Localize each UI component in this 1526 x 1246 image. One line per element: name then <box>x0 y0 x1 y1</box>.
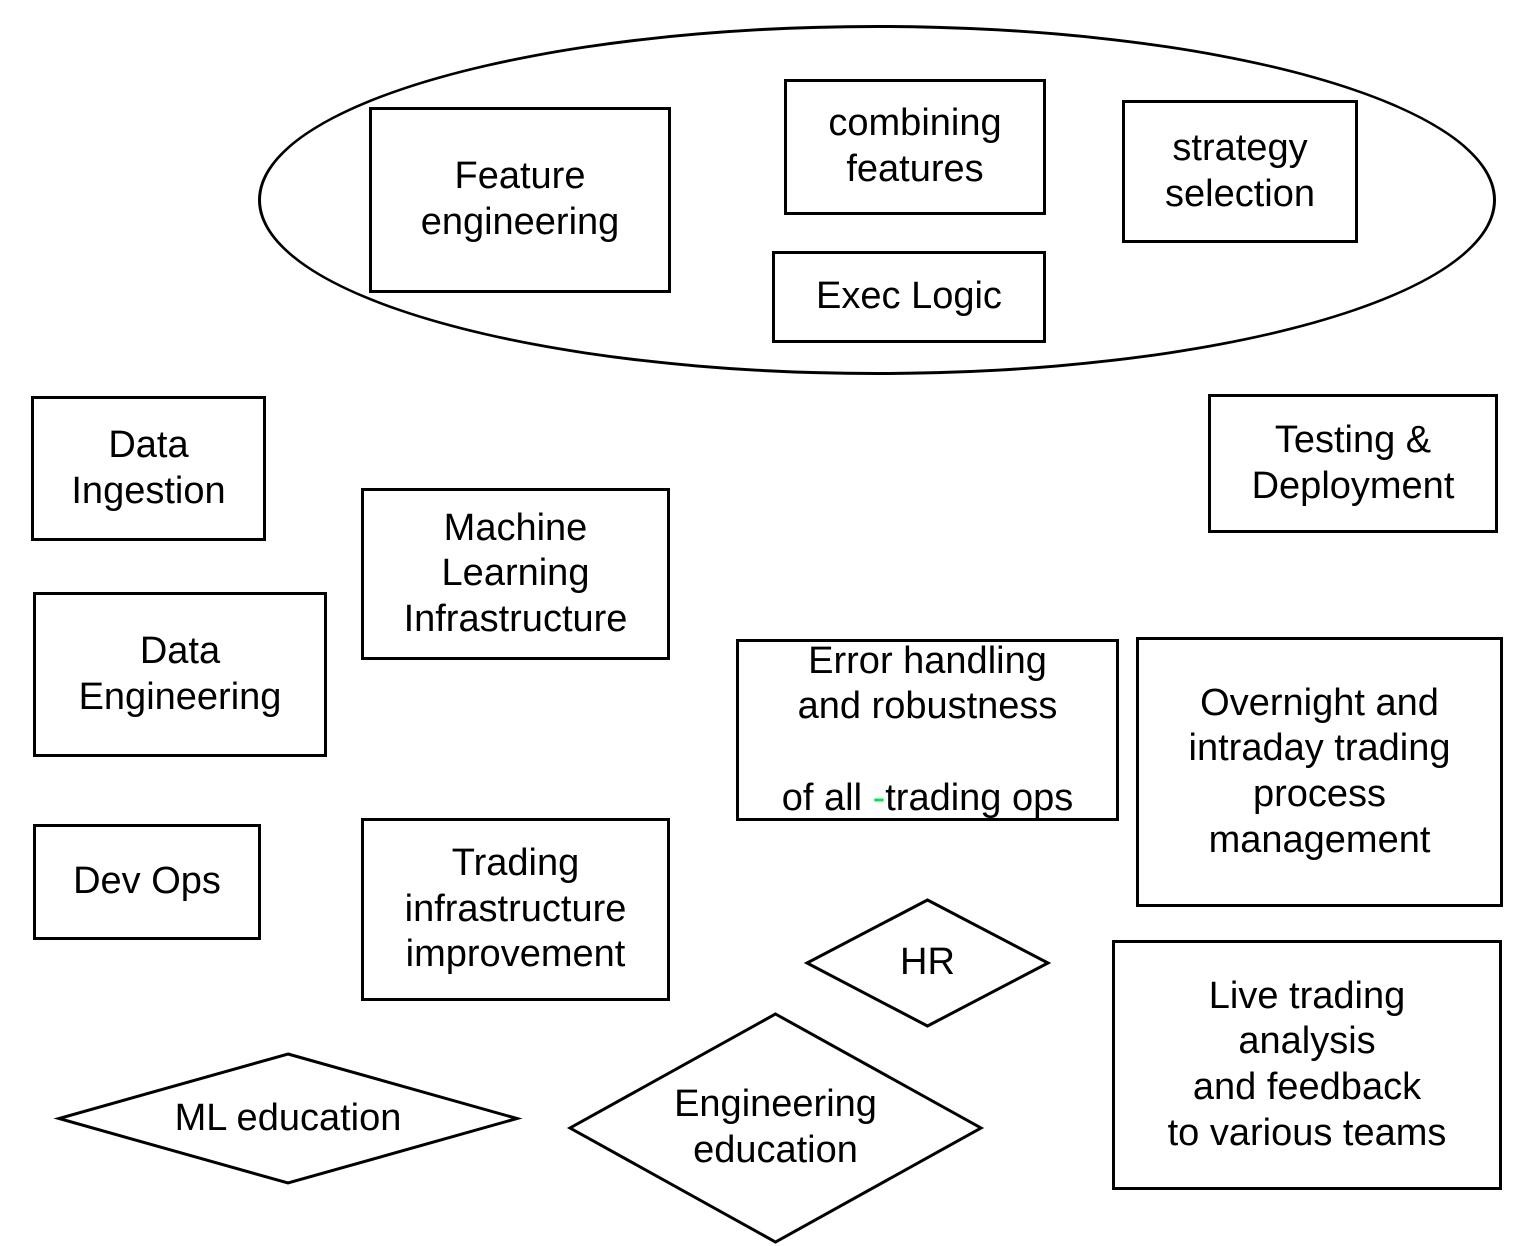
node-overnight-intraday-process-management[interactable]: Overnight and intraday trading process m… <box>1136 637 1503 907</box>
error-handling-line-3-prefix: of all <box>781 776 873 819</box>
error-handling-line-3-suffix: trading ops <box>885 776 1074 819</box>
research-cluster-ellipse <box>258 25 1496 375</box>
node-strategy-selection[interactable]: strategy selection <box>1122 100 1358 243</box>
error-handling-line-2: and robustness <box>797 685 1058 728</box>
node-error-handling-robustness[interactable]: Error handling and robustness of all -tr… <box>736 639 1119 821</box>
node-exec-logic[interactable]: Exec Logic <box>772 251 1046 343</box>
node-data-ingestion[interactable]: Data Ingestion <box>31 396 266 541</box>
node-combining-features[interactable]: combining features <box>784 79 1046 215</box>
node-testing-deployment[interactable]: Testing & Deployment <box>1208 394 1498 533</box>
node-ml-education[interactable]: ML education <box>53 1052 523 1185</box>
node-live-trading-analysis[interactable]: Live trading analysis and feedback to va… <box>1112 940 1502 1190</box>
node-hr-label: HR <box>900 941 955 984</box>
error-handling-line-1: Error handling <box>808 639 1047 682</box>
node-engineering-education-label: Engineering education <box>674 1083 877 1171</box>
node-feature-engineering[interactable]: Feature engineering <box>369 107 671 293</box>
node-dev-ops[interactable]: Dev Ops <box>33 824 261 940</box>
error-handling-line-3: of all -trading ops <box>782 730 1074 821</box>
node-data-engineering[interactable]: Data Engineering <box>33 592 327 757</box>
ml-education-diamond-shape <box>53 1052 523 1185</box>
green-dash-marker: - <box>872 776 886 819</box>
hr-diamond-shape <box>803 898 1052 1028</box>
engineering-education-diamond-shape <box>566 1012 985 1244</box>
node-ml-education-label: ML education <box>174 1096 402 1139</box>
node-trading-infrastructure-improvement[interactable]: Trading infrastructure improvement <box>361 818 670 1001</box>
node-hr[interactable]: HR <box>803 898 1052 1028</box>
node-machine-learning-infrastructure[interactable]: Machine Learning Infrastructure <box>361 488 670 660</box>
node-engineering-education[interactable]: Engineering education <box>566 1012 985 1244</box>
